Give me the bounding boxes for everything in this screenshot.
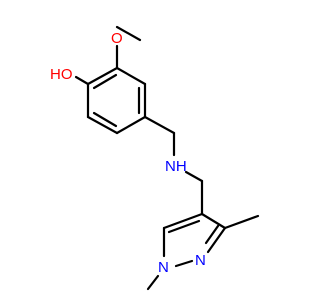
bond-ring-c5-c6-inner [92, 111, 118, 128]
structure-drawing: O HO NH N N [50, 25, 260, 291]
bond-pyr-c4-c5-inner [167, 219, 201, 234]
bond-c3-methyl [223, 214, 260, 230]
bond-ring-c1-c2 [86, 66, 119, 86]
bond-pyr-c4-c5 [162, 212, 204, 230]
molecule-diagram: O HO NH N N [50, 25, 260, 291]
amine-label: NH [165, 158, 187, 175]
pyrazole-n1-label: N [158, 259, 169, 276]
bond-ring-c5-c6 [86, 115, 119, 135]
bond-pyr-n2-c3 [206, 226, 227, 254]
bond-ring-ch2 [143, 115, 176, 135]
bond-ring-c2-c3 [115, 66, 147, 86]
bond-ring-c4-c5 [115, 115, 147, 135]
methoxy-oxygen-label: O [111, 30, 123, 47]
bond-hydroxyl [74, 75, 90, 86]
bond-ring-c1-c2-inner [92, 73, 118, 90]
pyrazole-n2-label: N [195, 252, 206, 269]
atom-labels: O HO NH N N [50, 30, 206, 276]
bond-n1-methyl [146, 274, 160, 291]
bond-pyr-n2-c3-inner [204, 224, 220, 245]
bond-methoxy-methyl [115, 25, 142, 42]
bond-pyr-c3-c4 [200, 212, 227, 230]
bond-pyr-n1-n2 [174, 259, 194, 268]
bond-nh-ch2 [184, 170, 204, 183]
bonds [74, 25, 260, 291]
hydroxyl-label: HO [50, 66, 73, 83]
